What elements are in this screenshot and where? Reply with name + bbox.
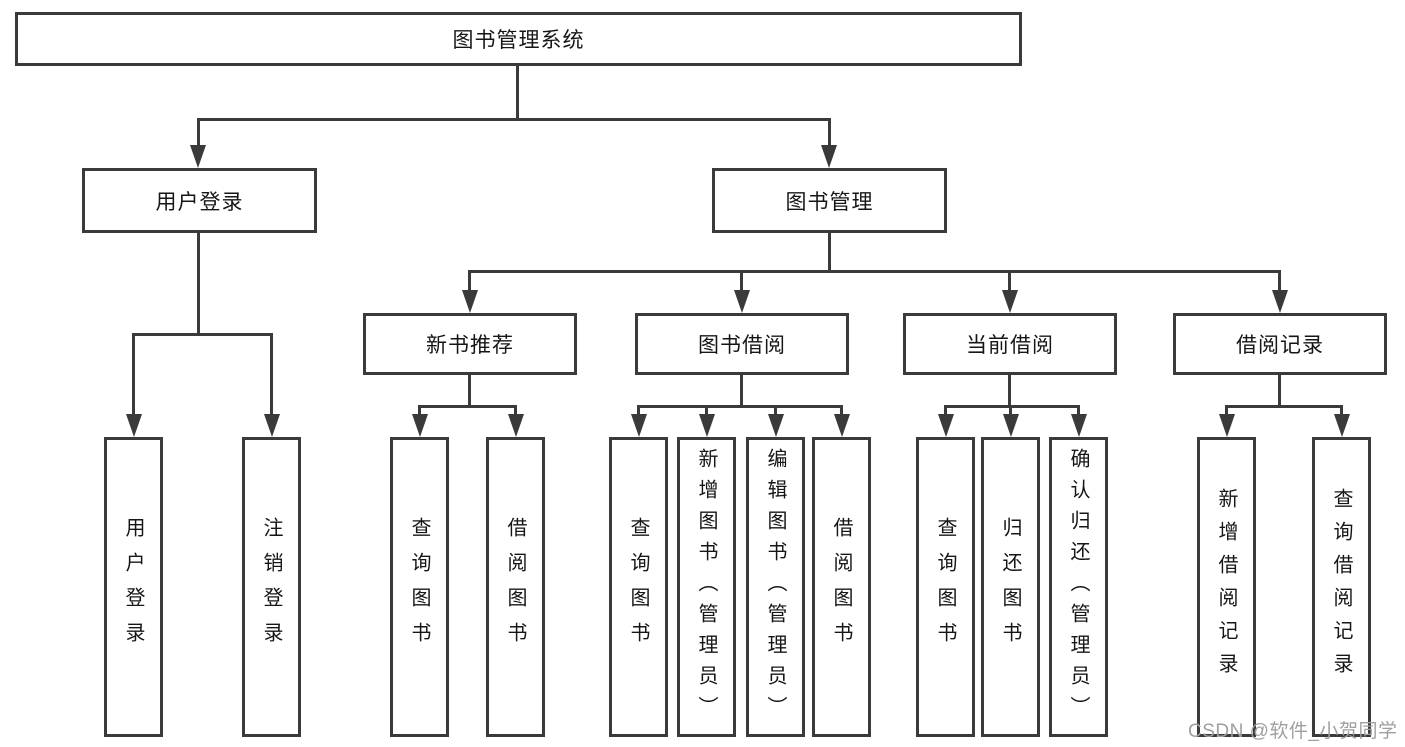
node-label: 查询图书: [627, 517, 649, 657]
node-book-management: 图书管理: [712, 168, 947, 233]
arrow-down-icon: [1219, 414, 1235, 437]
csdn-watermark: CSDN @软件_小贺同学: [1188, 721, 1398, 742]
connector-line: [944, 405, 1080, 408]
arrow-down-icon: [264, 414, 280, 437]
node-user-login: 用户登录: [82, 168, 317, 233]
leaf-logout: 注销登录: [242, 437, 301, 737]
node-label: 借阅图书: [504, 517, 526, 657]
leaf-query-books-borrowing: 查询图书: [609, 437, 668, 737]
node-label: 图书管理: [785, 190, 874, 214]
node-label: 编辑图书（管理员）: [764, 447, 786, 727]
arrow-down-icon: [1003, 414, 1019, 437]
connector-line: [740, 373, 743, 407]
connector-line: [840, 405, 843, 417]
leaf-query-books-recommend: 查询图书: [390, 437, 449, 737]
node-current-borrowing: 当前借阅: [903, 313, 1117, 375]
node-label: 图书借阅: [698, 334, 786, 357]
leaf-user-login: 用户登录: [104, 437, 163, 737]
connector-line: [197, 231, 200, 336]
node-label: 查询借阅记录: [1330, 488, 1352, 686]
connector-line: [1008, 373, 1011, 407]
leaf-edit-book-admin: 编辑图书（管理员）: [746, 437, 805, 737]
connector-line: [270, 333, 273, 416]
connector-line: [637, 405, 843, 408]
arrow-down-icon: [821, 145, 837, 168]
connector-line: [774, 405, 777, 417]
connector-line: [516, 64, 519, 120]
connector-line: [468, 373, 471, 407]
leaf-borrow-books: 借阅图书: [812, 437, 871, 737]
connector-line: [944, 405, 947, 417]
arrow-down-icon: [1002, 290, 1018, 313]
node-label: 图书管理系统: [452, 29, 585, 52]
arrow-down-icon: [631, 414, 647, 437]
node-label: 归还图书: [999, 517, 1021, 657]
connector-line: [1340, 405, 1343, 417]
node-book-borrowing: 图书借阅: [635, 313, 849, 375]
connector-line: [514, 405, 517, 417]
arrow-down-icon: [834, 414, 850, 437]
connector-line: [1278, 270, 1281, 292]
node-label: 借阅记录: [1236, 334, 1324, 357]
connector-line: [828, 231, 831, 273]
leaf-query-books-current: 查询图书: [916, 437, 975, 737]
connector-line: [418, 405, 517, 408]
connector-line: [740, 270, 743, 292]
node-borrowing-records: 借阅记录: [1173, 313, 1387, 375]
node-label: 新增借阅记录: [1215, 488, 1237, 686]
node-library-management-system: 图书管理系统: [15, 12, 1022, 66]
arrow-down-icon: [768, 414, 784, 437]
connector-line: [828, 118, 831, 148]
node-label: 用户登录: [155, 190, 244, 214]
node-label: 借阅图书: [830, 517, 852, 657]
node-label: 当前借阅: [966, 334, 1054, 357]
leaf-return-book: 归还图书: [981, 437, 1040, 737]
arrow-down-icon: [190, 145, 206, 168]
connector-line: [637, 405, 640, 417]
arrow-down-icon: [1272, 290, 1288, 313]
connector-line: [468, 270, 1281, 273]
connector-line: [418, 405, 421, 417]
node-label: 用户登录: [122, 517, 144, 657]
arrow-down-icon: [699, 414, 715, 437]
connector-line: [197, 118, 200, 148]
connector-line: [468, 270, 471, 292]
connector-line: [132, 333, 273, 336]
leaf-confirm-return-admin: 确认归还（管理员）: [1049, 437, 1108, 737]
arrow-down-icon: [412, 414, 428, 437]
connector-line: [705, 405, 708, 417]
leaf-add-borrow-record: 新增借阅记录: [1197, 437, 1256, 737]
arrow-down-icon: [462, 290, 478, 313]
arrow-down-icon: [1071, 414, 1087, 437]
connector-line: [132, 333, 135, 416]
node-label: 新增图书（管理员）: [695, 447, 717, 727]
node-label: 确认归还（管理员）: [1067, 447, 1089, 727]
node-label: 注销登录: [260, 517, 282, 657]
arrow-down-icon: [1334, 414, 1350, 437]
arrow-down-icon: [734, 290, 750, 313]
connector-line: [1225, 405, 1343, 408]
connector-line: [1278, 373, 1281, 407]
leaf-add-book-admin: 新增图书（管理员）: [677, 437, 736, 737]
node-new-book-recommendation: 新书推荐: [363, 313, 577, 375]
node-label: 新书推荐: [426, 334, 514, 357]
connector-line: [1077, 405, 1080, 417]
connector-line: [1009, 405, 1012, 417]
leaf-query-borrow-record: 查询借阅记录: [1312, 437, 1371, 737]
connector-line: [1225, 405, 1228, 417]
arrow-down-icon: [508, 414, 524, 437]
connector-line: [1008, 270, 1011, 292]
leaf-borrow-books-recommend: 借阅图书: [486, 437, 545, 737]
node-label: 查询图书: [934, 517, 956, 657]
connector-line: [197, 118, 831, 121]
arrow-down-icon: [938, 414, 954, 437]
arrow-down-icon: [126, 414, 142, 437]
node-label: 查询图书: [408, 517, 430, 657]
